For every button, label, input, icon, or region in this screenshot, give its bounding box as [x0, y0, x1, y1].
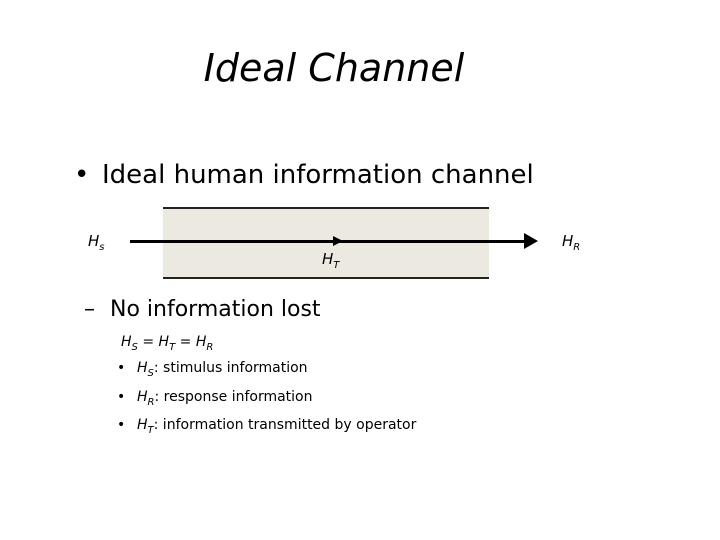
- label-hr-sub: R: [573, 242, 581, 253]
- arrow-head-mid-icon: [333, 236, 343, 246]
- item-text: : response information: [154, 389, 313, 405]
- list-item: • HS: stimulus information: [117, 360, 308, 379]
- main-bullet: • Ideal human information channel: [74, 160, 534, 190]
- item-sub: T: [147, 425, 154, 436]
- eq-s2: T: [169, 342, 176, 353]
- label-hs-main: H: [88, 232, 100, 250]
- slide-title: Ideal Channel: [203, 46, 465, 90]
- bullet-icon: •: [117, 360, 126, 376]
- label-hr-main: H: [562, 232, 574, 250]
- label-hs-sub: s: [99, 242, 105, 253]
- bullet-icon: •: [74, 160, 90, 190]
- eq-op2: =: [175, 334, 196, 350]
- list-item: • HR: response information: [117, 389, 313, 408]
- item-h: H: [137, 389, 148, 405]
- eq-s3: R: [206, 342, 214, 353]
- label-hs: Hs: [88, 232, 105, 253]
- eq-h2: H: [158, 334, 170, 350]
- eq-h1: H: [121, 334, 132, 350]
- sub-bullet: –No information lost: [84, 297, 321, 322]
- eq-h3: H: [195, 334, 207, 350]
- bullet-icon: •: [117, 389, 126, 405]
- item-text: : stimulus information: [153, 360, 308, 376]
- label-ht-main: H: [322, 250, 334, 268]
- item-text: : information transmitted by operator: [153, 417, 417, 433]
- main-bullet-text: Ideal human information channel: [102, 160, 534, 190]
- equation: HS = HT = HR: [121, 334, 213, 353]
- label-ht: HT: [322, 250, 339, 271]
- signal-arrow-line: [130, 240, 528, 243]
- list-item: • HT: information transmitted by operator: [117, 417, 416, 436]
- arrow-head-end-icon: [524, 233, 538, 249]
- channel-box: [163, 207, 489, 279]
- item-h: H: [137, 360, 148, 376]
- eq-op1: =: [137, 334, 159, 350]
- eq-s1: S: [131, 342, 138, 353]
- label-hr: HR: [562, 232, 580, 253]
- sub-bullet-text: No information lost: [110, 297, 321, 322]
- dash-icon: –: [84, 297, 95, 322]
- item-h: H: [137, 417, 148, 433]
- label-ht-sub: T: [333, 260, 340, 271]
- item-sub: R: [147, 397, 155, 408]
- item-sub: S: [147, 368, 154, 379]
- bullet-icon: •: [117, 417, 126, 433]
